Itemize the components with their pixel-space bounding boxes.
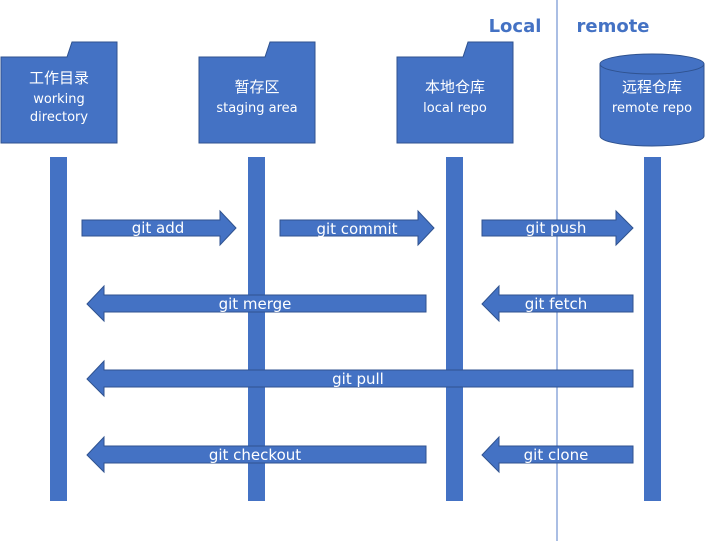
arrow-label: git fetch [525, 295, 587, 313]
node-subtitle: directory [30, 110, 88, 125]
folder-icon [198, 41, 316, 144]
arrow-git-merge: git merge [86, 284, 427, 323]
node-title: 工作目录 [29, 69, 89, 87]
arrow-left-shape [481, 435, 634, 474]
database-top [599, 53, 705, 75]
node-working-directory: 工作目录 working directory [0, 41, 118, 144]
arrow-git-push: git push [481, 209, 634, 247]
arrow-label: git commit [316, 220, 397, 238]
node-subtitle: remote repo [612, 101, 692, 116]
arrow-label: git clone [524, 446, 589, 464]
arrow-left-shape [86, 359, 634, 398]
remote-zone-label: remote [576, 16, 649, 37]
folder-icon [396, 41, 514, 144]
node-remote-repo: 远程仓库 remote repo [599, 53, 705, 147]
node-subtitle: staging area [216, 101, 297, 116]
arrow-label: git push [526, 219, 587, 237]
arrow-git-add: git add [81, 209, 237, 247]
arrow-left-shape [481, 284, 634, 323]
node-title: 本地仓库 [425, 78, 485, 96]
arrow-label: git add [132, 219, 185, 237]
arrow-left-shape [86, 284, 427, 323]
arrow-git-checkout: git checkout [86, 435, 427, 474]
lifeline-staging-area [248, 157, 265, 501]
arrow-right-shape [279, 209, 435, 247]
arrow-label: git checkout [209, 446, 301, 464]
lifeline-local-repo [446, 157, 463, 501]
node-staging-area: 暂存区 staging area [198, 41, 316, 144]
lifeline-working-directory [50, 157, 67, 501]
arrow-git-fetch: git fetch [481, 284, 634, 323]
local-zone-label: Local [489, 16, 542, 37]
arrow-label: git merge [219, 295, 292, 313]
node-title: 远程仓库 [622, 78, 682, 96]
arrow-git-clone: git clone [481, 435, 634, 474]
lifeline-remote-repo [644, 157, 661, 501]
arrow-label: git pull [332, 370, 384, 388]
arrow-git-pull: git pull [86, 359, 634, 398]
arrows: git add git commit git push git merge gi… [81, 209, 634, 474]
arrow-right-shape [81, 209, 237, 247]
node-subtitle: local repo [423, 101, 487, 116]
lifelines [50, 157, 661, 501]
folder-icon [0, 41, 118, 144]
node-subtitle: working [33, 92, 85, 107]
database-icon [599, 63, 705, 147]
arrow-right-shape [481, 209, 634, 247]
node-local-repo: 本地仓库 local repo [396, 41, 514, 144]
arrow-git-commit: git commit [279, 209, 435, 247]
arrow-left-shape [86, 435, 427, 474]
node-title: 暂存区 [234, 78, 279, 96]
